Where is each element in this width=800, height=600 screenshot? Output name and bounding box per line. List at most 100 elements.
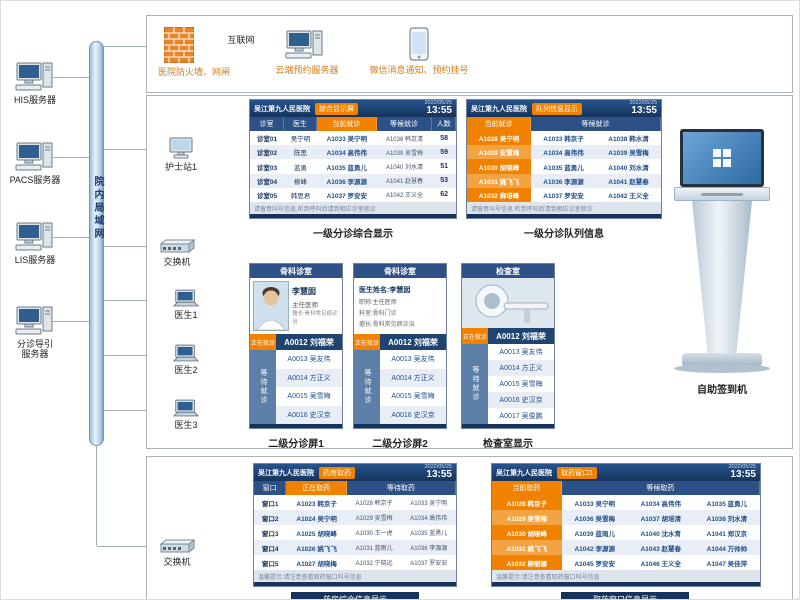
waiting-cell: A1037 胡培清 <box>640 515 682 523</box>
window-cell: 窗口1 <box>261 500 279 508</box>
hospital-name: 吴江第九人民医院 <box>471 105 527 113</box>
connector-lan-switch2 <box>97 546 159 547</box>
connector-pacs-lan <box>53 157 89 158</box>
doctor-cell: 柳峰 <box>293 178 307 186</box>
triage-server-icon <box>15 303 55 342</box>
waiting-cell: A1035 蓝勇儿 <box>706 500 748 508</box>
table-row: 窗口5 A1027 胡晓梅 A1032 宁晓远 A1037 罗安安 <box>254 555 456 570</box>
col-waiting: 等候取药 <box>561 481 760 495</box>
waiting-cell: A1042 李源源 <box>574 545 615 553</box>
doctor-cell: 陈思 <box>293 150 307 158</box>
screen-pharmacy-window: 吴江第九人民医院 取药窗口1 2022/05/25 13:55 当前取药 等候取… <box>491 463 761 587</box>
clock: 2022/05/25 13:55 <box>728 464 756 481</box>
waiting-item: A0015 吴雪梅 <box>287 393 331 401</box>
lan-label: 院内局域网 <box>92 176 103 241</box>
room1-doctor-info: 李慧囡 主任医师 擅长:骨科常见病诊治 <box>250 278 342 334</box>
screen-f-header: 吴江第九人民医院 药房取药 2022/05/25 13:55 <box>254 464 456 481</box>
col-room: 诊室 <box>250 117 284 131</box>
waiting-cell: A1037 罗安安 <box>543 192 584 200</box>
date-text: 2022/05/25 <box>424 463 452 470</box>
col-current: 当前就诊 <box>467 117 532 131</box>
connector-lan-doctor1 <box>104 300 172 301</box>
table-row: A1029 吴雪梅 A1036 吴雪梅 A1037 胡培清 A1038 刘水清 <box>492 510 760 525</box>
current-cell: A1036 李源源 <box>326 178 368 186</box>
table-row: 诊室02 陈思 A1034 高伟伟 A1039 吴雪梅 59 <box>250 145 456 160</box>
table-row: A1031 姚飞飞 A1042 李源源 A1043 赵慧春 A1044 万帅帅 <box>492 540 760 555</box>
table-row: A1030 胡晓峰 A1035 蓝勇儿 A1040 刘水清 <box>467 159 661 174</box>
current-cell: A1024 吴宁明 <box>296 515 337 523</box>
waiting-cell: A1035 蓝勇儿 <box>543 164 584 172</box>
screen-d-caption: 二级分诊屏2 <box>372 439 428 450</box>
waiting-cell: A1036 李源源 <box>410 546 448 552</box>
screen-g-caption: 取药窗口信息显示 <box>561 592 689 599</box>
current-cell: A1028 吴宁明 <box>467 131 532 146</box>
count-cell: 59 <box>440 148 449 156</box>
switch2-icon <box>159 538 196 559</box>
info-line: 医生姓名:李慧囡 <box>359 286 411 294</box>
connector-lan-doctor3 <box>104 410 172 411</box>
count-cell: 53 <box>440 177 449 185</box>
col-doctor: 医生 <box>283 117 317 131</box>
current-number: A0012 刘福荣 <box>496 331 546 341</box>
screen-e-caption: 检查室显示 <box>483 439 533 450</box>
count-cell: 58 <box>440 134 449 142</box>
waiting-cell: A1038 韩京清 <box>385 136 423 143</box>
connector-his-lan <box>53 77 89 78</box>
col-count: 人数 <box>432 117 456 131</box>
connector-lan-firewall <box>103 46 165 47</box>
screen-pharmacy-overview: 吴江第九人民医院 药房取药 2022/05/25 13:55 窗口 正在取药 等… <box>253 463 457 587</box>
waiting-cell: A1039 吴雪梅 <box>385 150 423 157</box>
screen-triage-overview: 吴江第九人民医院 综合显示屏 2022/05/25 13:55 诊室 医生 当前… <box>249 99 457 219</box>
screen-d-bottom-bar <box>354 424 446 428</box>
nurse-station-icon <box>168 137 194 164</box>
firewall-label: 医院防火墙、网闸 <box>157 67 230 77</box>
waiting-cell: A1029 吴雪梅 <box>355 516 393 522</box>
screen-c-caption: 二级分诊屏1 <box>268 439 324 450</box>
col-waiting: 等候就诊 <box>376 117 433 131</box>
exam-room-photo <box>462 278 554 328</box>
room1-current-row: 正在就诊 A0012 刘福荣 <box>250 334 342 350</box>
waiting-cell: A1042 王义全 <box>608 192 649 200</box>
waiting-item: A0014 方正义 <box>276 368 342 387</box>
switch1-icon <box>159 238 196 259</box>
waiting-item: A0013 吴友伟 <box>287 356 331 364</box>
waiting-item: A0016 史汉京 <box>488 392 554 408</box>
waiting-list: A0013 吴友伟 A0014 方正义 A0015 吴雪梅 A0016 史汉京 … <box>488 344 554 424</box>
windows-logo-icon <box>713 149 731 167</box>
pacs-server-icon <box>15 139 55 178</box>
waiting-cell: A1035 蓝勇儿 <box>410 531 448 537</box>
waiting-cell: A1047 吴佳萍 <box>706 560 748 568</box>
doctor-detail: 李慧囡 主任医师 擅长:骨科常见病诊治 <box>292 281 339 331</box>
table-row: 诊室01 吴宁明 A1033 吴宁明 A1038 韩京清 58 <box>250 131 456 145</box>
info-line: 科室:骨科门诊 <box>359 310 397 317</box>
window-cell: 窗口3 <box>261 530 279 538</box>
waiting-cell: A1033 吴宁明 <box>410 501 448 507</box>
waiting-cell: A1040 刘水清 <box>608 164 649 172</box>
waiting-item: A0016 史汉京 <box>276 405 342 424</box>
doctor-text-lines: 医生姓名:李慧囡 职称:主任医师 科室:骨科门诊 擅长:骨科常见病诊治 <box>357 281 443 331</box>
room2-waiting: 等待就诊 A0013 吴友伟 A0014 方正义 A0015 吴雪梅 A0016… <box>354 350 446 424</box>
waiting-cell: A1039 吴雪梅 <box>608 150 649 158</box>
screen-queue-info: 吴江第九人民医院 队列信息显示 2022/05/25 13:55 当前就诊 等候… <box>466 99 662 219</box>
waiting-cell: A1041 郑汉京 <box>706 530 748 538</box>
window-cell: 窗口2 <box>261 515 279 523</box>
doctor2-label: 医生2 <box>174 365 198 375</box>
current-cell: A1037 罗安安 <box>326 192 368 200</box>
doctor3-laptop-icon <box>172 399 200 423</box>
screen-b-caption: 一级分诊队列信息 <box>524 229 604 240</box>
current-cell: A1032 柳丽娜 <box>492 555 562 570</box>
screen-f-marquee: 温馨提示:请注意查看取药窗口叫号信息 <box>254 570 456 582</box>
exam-current-row: 正在就诊 A0012 刘福荣 <box>462 328 554 344</box>
cloud-server-icon <box>285 27 325 66</box>
waiting-item: A0015 吴雪梅 <box>391 393 435 401</box>
table-row: 窗口2 A1024 吴宁明 A1029 吴雪梅 A1034 高伟伟 <box>254 510 456 525</box>
waiting-cell: A1038 韩水清 <box>608 136 649 144</box>
table-row: 诊室05 韩思君 A1037 罗安安 A1042 王义全 62 <box>250 188 456 202</box>
connector-lan-down <box>96 445 97 546</box>
current-cell: A1033 吴宁明 <box>326 136 368 144</box>
screen-f-bottom-bar <box>254 582 456 586</box>
window-cell: 窗口5 <box>261 560 279 568</box>
waiting-cell: A1036 李源源 <box>543 178 584 186</box>
screen-a-marquee: 请留意叫号信息,听到呼叫后请到相应诊室就诊 <box>250 202 456 214</box>
waiting-cell: A1037 罗安安 <box>410 561 448 567</box>
